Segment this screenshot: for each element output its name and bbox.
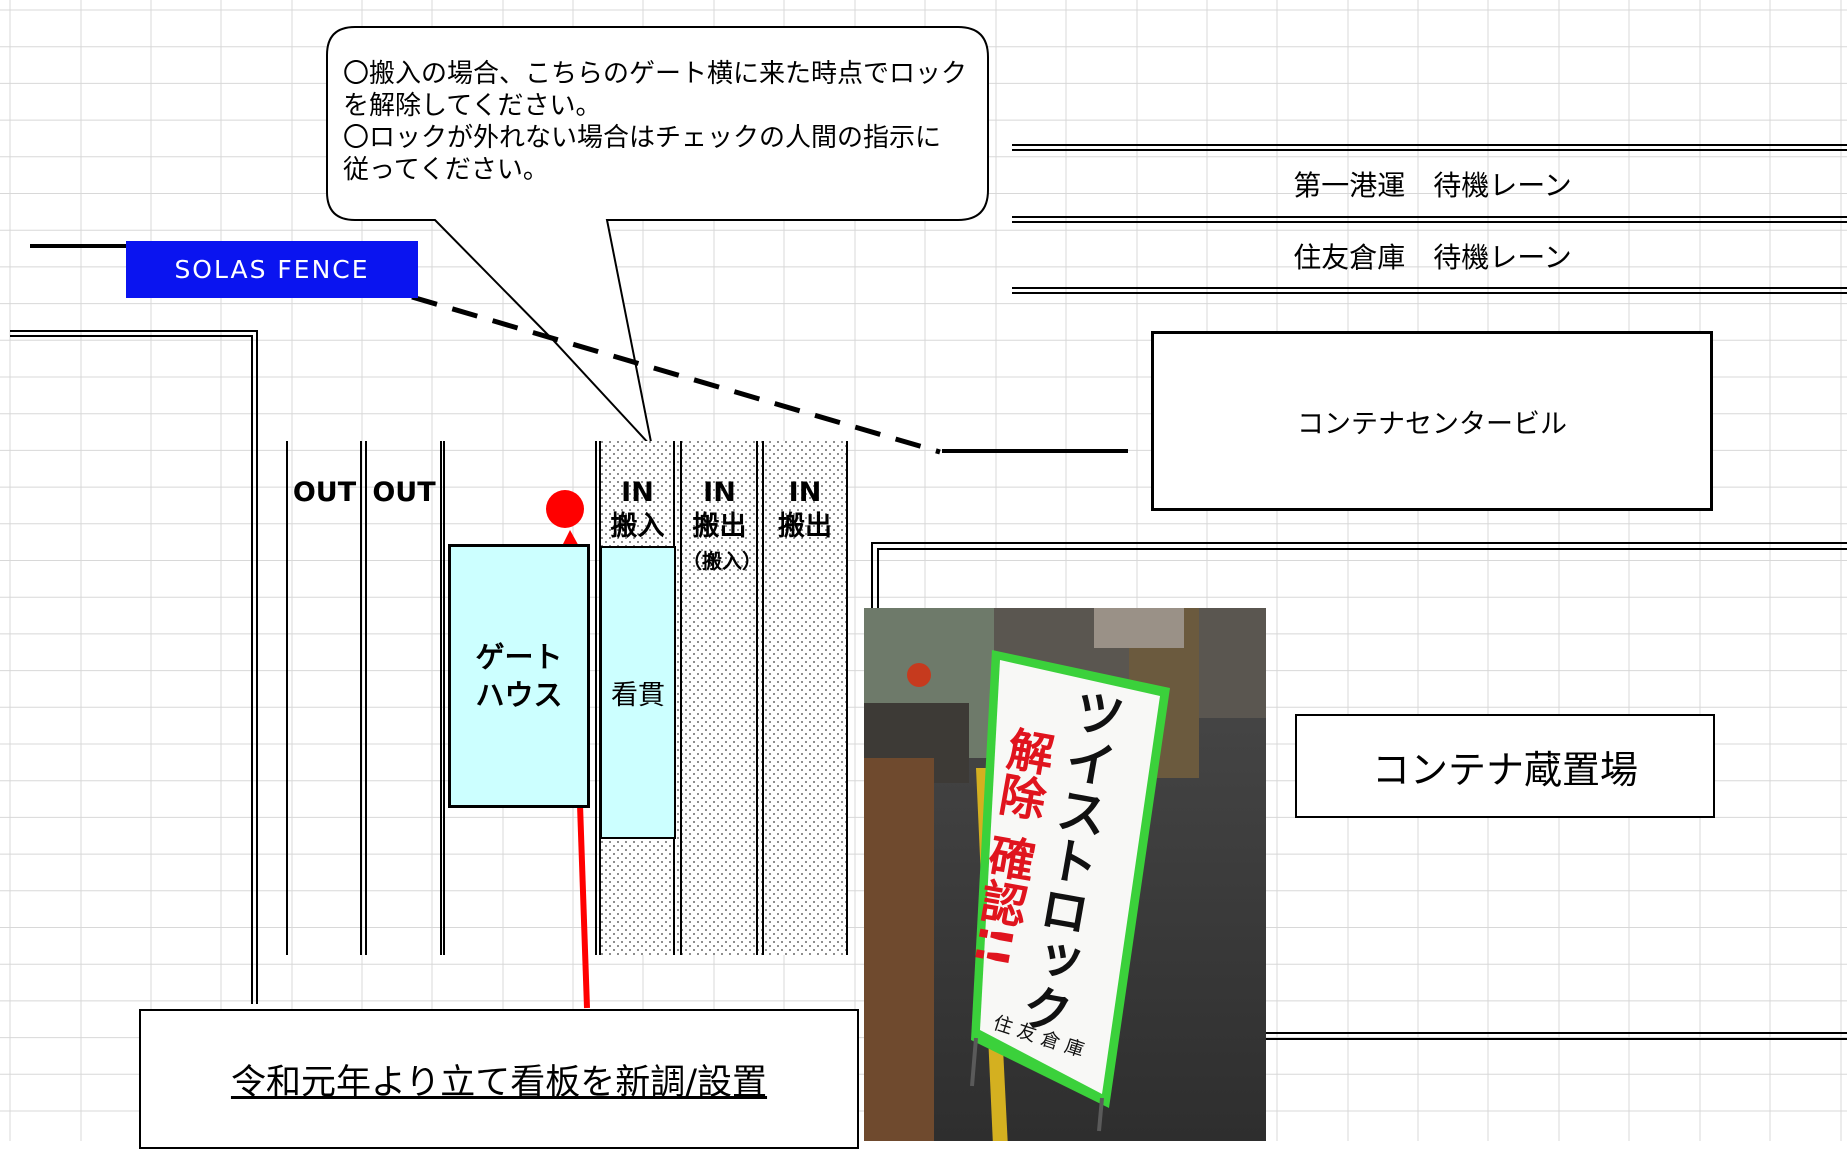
lane-in-pickup-2-label: IN 搬出	[778, 477, 832, 542]
container-yard-box: コンテナ蔵置場	[1295, 714, 1715, 818]
callout-text: 〇搬入の場合、こちらのゲート横に来た時点でロック を解除してください。 〇ロック…	[343, 59, 968, 185]
solas-fence-label: SOLAS FENCE	[126, 241, 418, 298]
sign-legs	[970, 1037, 1104, 1132]
container-center-label: コンテナセンタービル	[1297, 408, 1567, 440]
sign-board	[971, 650, 1170, 1108]
container-center-building: コンテナセンタービル	[1151, 331, 1713, 511]
lane-out-2-label: OUT	[372, 477, 436, 508]
waiting-lane-lines	[1012, 144, 1847, 294]
caption-text: 令和元年より立て看板を新調/設置	[230, 1062, 768, 1103]
lane-out-1-label: OUT	[292, 477, 357, 508]
sign-photo: ツイストロック 解除 確認!! 住友倉庫	[864, 608, 1266, 1141]
site-boundary-left	[10, 330, 258, 1004]
sumitomo-waiting-lane-label: 住友倉庫 待機レーン	[1293, 241, 1572, 274]
gate-house-label-line2: ハウス	[475, 678, 563, 712]
solas-fence-dashed-line	[411, 294, 941, 455]
weigh-station-building: 看貫	[600, 546, 676, 839]
caption-box: 令和元年より立て看板を新調/設置	[139, 1009, 859, 1149]
photo-building	[1094, 608, 1184, 648]
photo-rust-wall	[864, 758, 934, 1141]
gate-house-building: ゲート ハウス	[448, 544, 590, 808]
lane-in-delivery-label: IN 搬入	[610, 477, 665, 542]
lane-in-pickup-1-label: IN 搬出 （搬入）	[682, 477, 762, 573]
gate-house-label-line1: ゲート	[475, 640, 563, 674]
weigh-station-label: 看貫	[611, 680, 665, 711]
first-port-waiting-lane-label: 第一港運 待機レーン	[1293, 169, 1572, 202]
container-yard-label: コンテナ蔵置場	[1371, 747, 1638, 792]
red-location-dot	[546, 490, 584, 528]
photo-truck-light	[907, 663, 931, 687]
